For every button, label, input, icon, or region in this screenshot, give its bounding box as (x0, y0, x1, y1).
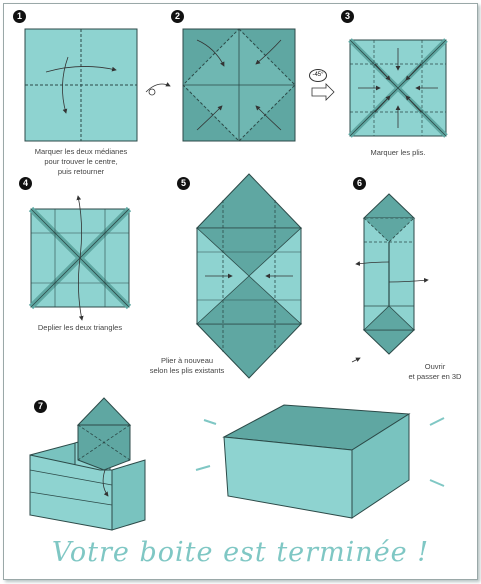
step-6-number: 6 (353, 177, 366, 190)
step-5-caption-line: Plier à nouveau (160, 356, 214, 365)
step-7-number: 7 (34, 400, 47, 413)
step-1-diagram (24, 28, 138, 142)
open-arrow-icon (355, 261, 390, 266)
step-4-caption: Deplier les deux triangles (20, 323, 140, 333)
step-6-diagram (351, 193, 429, 363)
step-1-caption-line: puis retourner (57, 167, 105, 176)
fold-arrow-icon (196, 39, 225, 67)
step-1-caption-line: Marquer les deux médianes (34, 147, 128, 156)
step-1-caption-line: pour trouver le centre, (44, 157, 118, 166)
box-front-face (223, 436, 353, 519)
rotate-arrow-icon (311, 83, 335, 101)
step-5-top-flap (195, 173, 303, 229)
final-message: Votre boite est terminée ! (51, 537, 430, 568)
step-3-caption-line: Marquer les plis. (370, 148, 426, 157)
step-4-number: 4 (19, 177, 32, 190)
fold-arrow-icon (62, 56, 69, 114)
step-1-caption: Marquer les deux médianes pour trouver l… (20, 147, 142, 177)
step-7-diagram (29, 397, 146, 531)
step-3-caption: Marquer les plis. (350, 148, 446, 158)
box-side-face (351, 413, 410, 519)
step-3-diagram (348, 38, 448, 138)
fold-arrow-icon (78, 257, 84, 321)
step-5-caption: Plier à nouveau selon les plis existants (140, 356, 234, 376)
fold-arrow-icon (76, 195, 82, 259)
fold-arrow-icon (255, 39, 282, 65)
step-5-number: 5 (177, 177, 190, 190)
step-4-caption-line: Deplier les deux triangles (37, 323, 123, 332)
flip-arrow-icon (145, 82, 171, 93)
fold-arrow-icon (196, 105, 223, 131)
finished-box (195, 404, 445, 519)
step-4-diagram (28, 195, 132, 321)
step-1-number: 1 (13, 10, 26, 23)
step-6-caption-line: et passer en 3D (408, 372, 462, 381)
rotation-label: -45° (309, 69, 327, 82)
step-5-diagram (195, 173, 303, 379)
step-2-number: 2 (171, 10, 184, 23)
fold-arrow-icon (45, 66, 117, 73)
fold-arrow-icon (102, 469, 109, 497)
fold-arrow-icon (255, 105, 282, 131)
step-3-number: 3 (341, 10, 354, 23)
step-6-caption: Ouvrir et passer en 3D (400, 362, 470, 382)
step-5-caption-line: selon les plis existants (149, 366, 225, 375)
open-arrow-icon (388, 277, 429, 283)
step-2-diagram (182, 28, 296, 142)
step-7-flap (77, 424, 131, 471)
step-6-caption-line: Ouvrir (424, 362, 446, 371)
